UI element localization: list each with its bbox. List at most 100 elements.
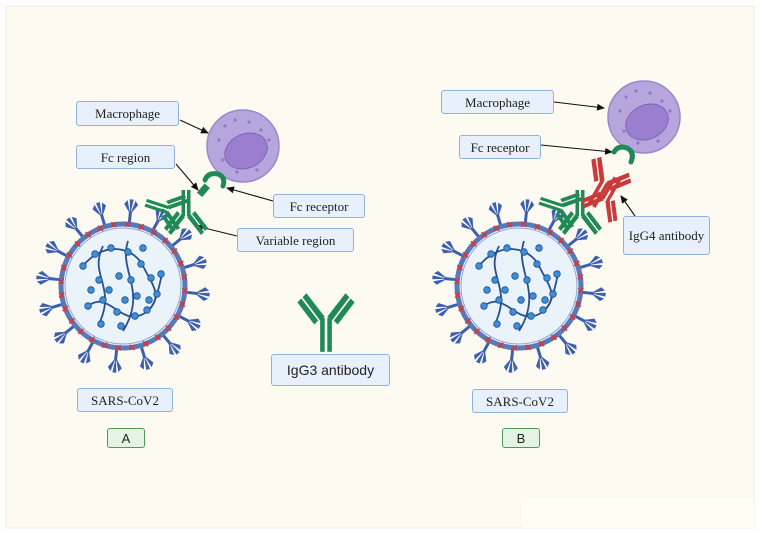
rna-bead	[527, 312, 535, 320]
spike-lobe	[85, 349, 91, 364]
spike-lobe	[511, 357, 518, 372]
membrane-protein	[577, 287, 584, 294]
spike-lobe	[41, 306, 55, 317]
rna-bead	[483, 286, 491, 294]
rna-bead	[493, 320, 501, 328]
fab-arm	[192, 211, 208, 231]
granule	[223, 124, 227, 128]
rna-bead	[480, 302, 488, 310]
spike-lobe	[433, 278, 448, 285]
membrane-protein	[58, 278, 65, 285]
membrane-protein	[179, 301, 186, 308]
rna-bead	[549, 290, 557, 298]
membrane-protein	[165, 325, 172, 332]
rna-bead	[124, 248, 132, 256]
spike-lobe	[564, 341, 576, 355]
rna-bead	[91, 250, 99, 258]
membrane-protein	[129, 344, 136, 351]
membrane-protein	[493, 225, 500, 232]
spike-lobe	[590, 287, 605, 294]
igg3-antibody-bound-b	[538, 192, 583, 231]
antibody-label-b: IgG4 antibody	[623, 216, 710, 255]
rna-bead	[145, 296, 153, 304]
spike-lobe	[526, 200, 535, 215]
fab-arm	[167, 199, 189, 210]
fc-heavy	[320, 318, 325, 352]
fab-arm	[327, 293, 350, 321]
spike-lobe	[582, 320, 593, 331]
membrane-protein	[58, 292, 65, 299]
spike-lobe	[37, 270, 52, 279]
membrane-protein	[154, 334, 161, 341]
fc-receptor-label-a: Fc receptor	[273, 194, 365, 218]
membrane-protein	[458, 305, 465, 312]
membrane-protein	[454, 278, 461, 285]
rna-bead	[139, 244, 147, 252]
fc-heavy	[538, 201, 562, 212]
fab-arm	[333, 298, 355, 325]
spike-lobe	[590, 292, 606, 297]
membrane-protein	[525, 344, 532, 351]
pointer-lines	[175, 101, 636, 237]
fab-arm	[605, 200, 613, 223]
membrane-protein	[456, 264, 463, 271]
membrane-protein	[511, 344, 518, 351]
panel-tag-a: A	[107, 428, 145, 448]
spike-lobe	[45, 248, 60, 254]
rna-bead	[513, 322, 521, 330]
spike-lobe	[508, 357, 513, 373]
membrane-protein	[567, 248, 574, 255]
granule	[265, 146, 269, 150]
fc-heavy	[575, 190, 579, 216]
membrane-protein	[464, 317, 471, 324]
granule	[233, 118, 237, 122]
fc-heavy	[540, 196, 564, 208]
membrane-protein	[546, 229, 554, 236]
fab-arm	[597, 156, 605, 182]
fab-arm	[581, 191, 602, 204]
spike-lobe	[54, 331, 68, 343]
granule	[217, 138, 221, 142]
rna-bead	[487, 250, 495, 258]
granule	[660, 99, 664, 103]
rna-bead	[495, 296, 503, 304]
spike-lobe	[194, 292, 210, 297]
rna-bead	[543, 274, 551, 282]
spike-lobe	[191, 255, 205, 266]
spike-lobe	[102, 202, 107, 218]
rna-bead	[99, 296, 107, 304]
membrane-protein	[181, 287, 188, 294]
fab-arm	[560, 192, 581, 203]
spike-lobe	[587, 265, 603, 270]
membrane-protein	[473, 328, 480, 335]
membrane-protein	[101, 342, 108, 349]
spike-lobe	[49, 241, 60, 252]
rna-bead	[535, 244, 543, 252]
spike-lobe	[525, 199, 530, 215]
rna-bead	[503, 244, 511, 252]
membrane-protein	[77, 328, 84, 335]
macrophage-label-b: Macrophage	[441, 90, 554, 114]
fab-arm	[581, 214, 598, 235]
spike-lobe	[45, 243, 60, 252]
rna-bead	[137, 260, 145, 268]
spike-lobe	[590, 293, 605, 302]
granule	[618, 109, 622, 113]
granule	[247, 120, 251, 124]
spike-lobe	[37, 278, 52, 285]
rna-bead	[539, 306, 547, 314]
fc-heavy	[605, 179, 622, 203]
fab-arm	[187, 214, 204, 235]
virus-label-b: SARS-CoV2	[472, 389, 568, 413]
spike-lobe	[503, 357, 512, 372]
granule	[656, 139, 660, 143]
granule	[267, 138, 271, 142]
spike-lobe	[194, 293, 209, 302]
spike-lobe	[491, 202, 499, 218]
granule	[221, 158, 225, 162]
spike-lobe	[95, 202, 103, 218]
rna-bead	[520, 248, 528, 256]
membrane-protein	[575, 301, 582, 308]
fc-receptor-label-b: Fc receptor	[459, 135, 541, 159]
